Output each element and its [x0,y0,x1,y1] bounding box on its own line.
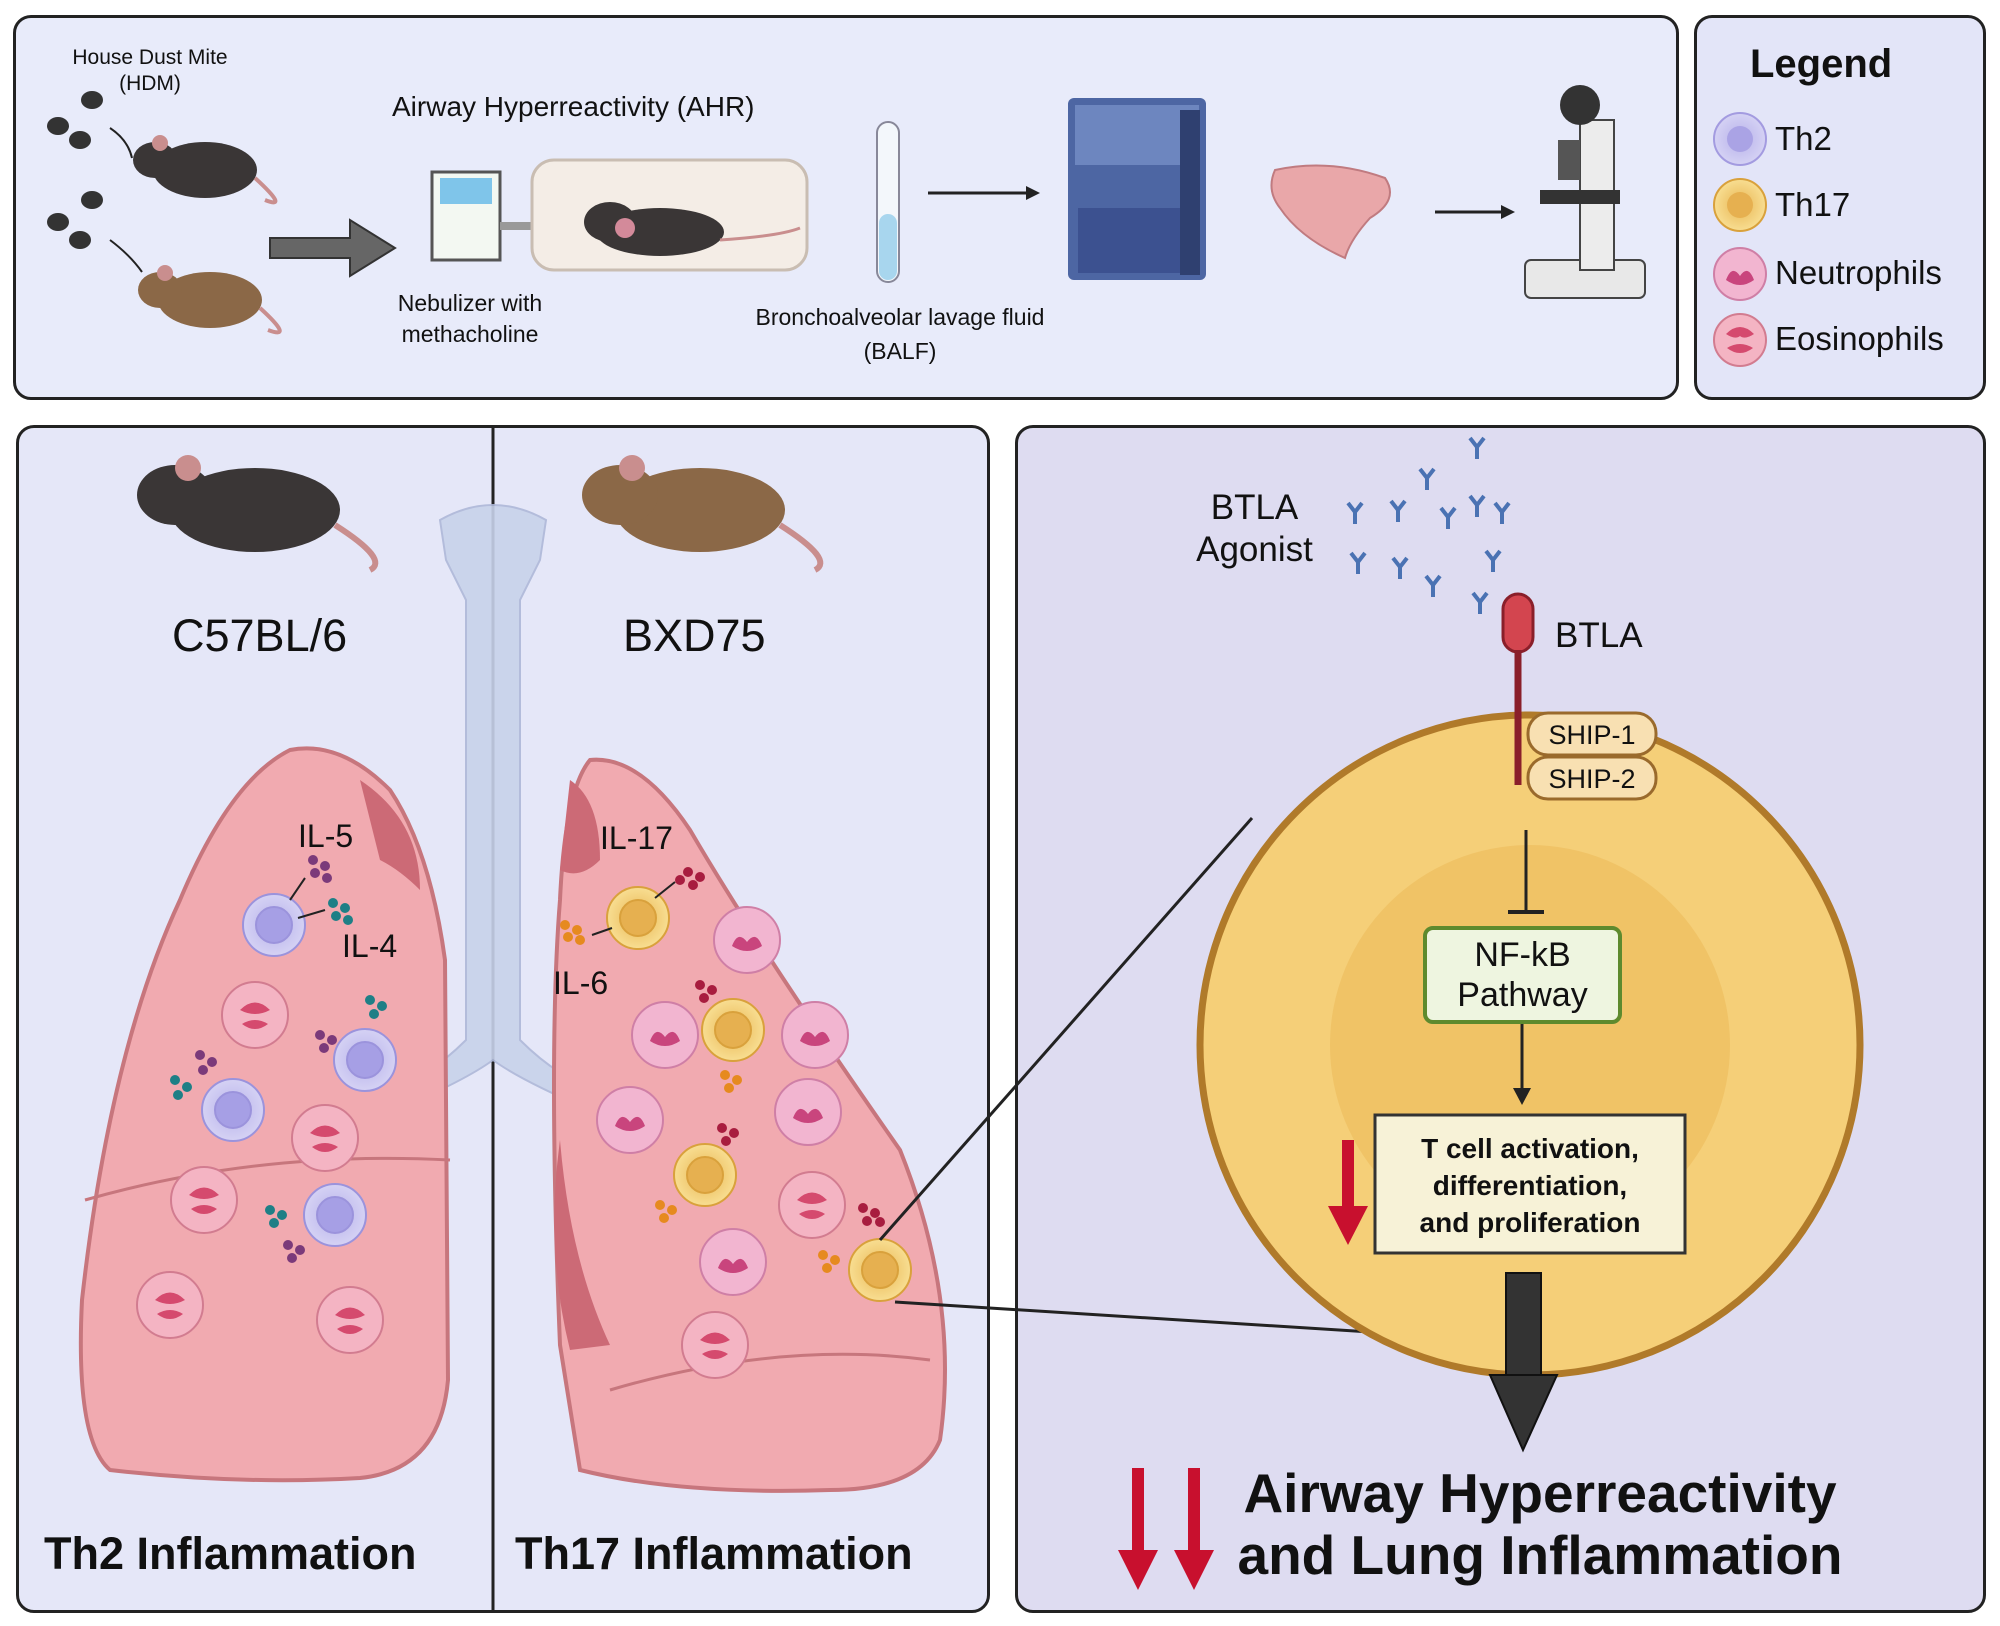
workflow-panel [13,15,1679,400]
il4-dots [170,898,387,1228]
il5-dots [195,855,337,1263]
nebulizer-label-line1: Nebulizer with [397,290,543,316]
tcell-outcome-line1: T cell activation, [1421,1133,1639,1164]
big-down-arrow [1488,1374,1559,1453]
tcell-outcome-box [1373,1113,1687,1255]
ahr-label: Airway Hyperreactivity (AHR) [392,91,755,122]
nebulizer-label: Nebulizer with methacholine [375,288,565,350]
il4-label: IL-4 [342,928,398,964]
tissue-icon [1270,164,1391,260]
strain-bxd75-label: BXD75 [623,610,766,661]
mouse-icon-brown [138,265,282,335]
mouse-icon-bxd75 [582,455,824,573]
legend-eosinophils-label: Eosinophils [1775,320,1944,357]
hdm-label-line1: House Dust Mite [72,46,228,69]
nebulizer-icon [430,170,550,262]
microscope-icon [1524,85,1646,299]
nebulizer-label-line2: methacholine [401,321,539,347]
nfkb-box [1423,926,1622,1024]
tcell-outcome-line3: and proliferation [1419,1207,1641,1238]
outcome-label-line1: Airway Hyperreactivity [1243,1462,1837,1524]
legend-th2-label: Th2 [1775,120,1832,157]
cytometer-icon [1068,98,1206,280]
grey-arrow [269,218,397,278]
btla-agonist-line2: Agonist [1196,530,1313,569]
th2-inflammation-caption: Th2 Inflammation [44,1528,417,1579]
strain-c57-label: C57BL/6 [172,610,348,661]
il17-dots [675,867,885,1227]
btla-agonist-line1: BTLA [1210,488,1299,527]
th17-inflammation-caption: Th17 Inflammation [515,1528,913,1579]
th17-cell [606,886,912,1302]
legend-eosinophil-icon [1713,313,1767,367]
btla-agonist-label: BTLA Agonist [1172,487,1337,571]
tcell-outcome-label: T cell activation, differentiation, and … [1375,1130,1685,1241]
legend-neutrophil-icon [1713,247,1767,301]
outcome-label-line2: and Lung Inflammation [1237,1524,1843,1586]
tcell-outcome-line2: differentiation, [1432,1170,1628,1201]
nfkb-label-line2: Pathway [1457,976,1588,1014]
outcome-label: Airway Hyperreactivity and Lung Inflamma… [1210,1462,1870,1586]
il6-dots [560,920,840,1273]
il17-label: IL-17 [600,820,673,856]
legend-title: Legend [1750,42,1893,86]
antibody-icon [1346,436,1511,614]
nfkb-label-line1: NF-kB [1474,936,1571,974]
th2-cell [201,893,397,1247]
ship1-label: SHIP-1 [1548,720,1636,750]
il5-label: IL-5 [298,818,354,854]
nfkb-label: NF-kB Pathway [1425,935,1620,1015]
legend-th17-label: Th17 [1775,186,1851,223]
ship2-box [1526,755,1658,801]
neutrophil-cell [596,906,849,1296]
il6-label: IL-6 [553,965,609,1001]
mouse-icon-black [133,135,278,205]
hdm-label: House Dust Mite (HDM) [55,45,245,97]
legend-neutrophils-label: Neutrophils [1775,254,1942,291]
mite-icon [47,91,103,249]
down-arrow-red [1328,1206,1368,1245]
ship1-box [1526,711,1658,757]
mouse-icon-c57 [137,455,379,573]
balf-label-line1: Bronchoalveolar lavage fluid [755,304,1045,330]
btla-receptor [1501,592,1535,654]
eosinophil-cell [136,981,384,1354]
btla-label: BTLA [1555,616,1643,655]
balf-label: Bronchoalveolar lavage fluid (BALF) [715,300,1085,368]
balf-label-line2: (BALF) [863,338,937,364]
hdm-label-line2: (HDM) [119,72,181,95]
ship2-label: SHIP-2 [1548,764,1636,794]
down-arrow-red-2 [1174,1550,1214,1590]
down-arrow-red-1 [1118,1550,1158,1590]
